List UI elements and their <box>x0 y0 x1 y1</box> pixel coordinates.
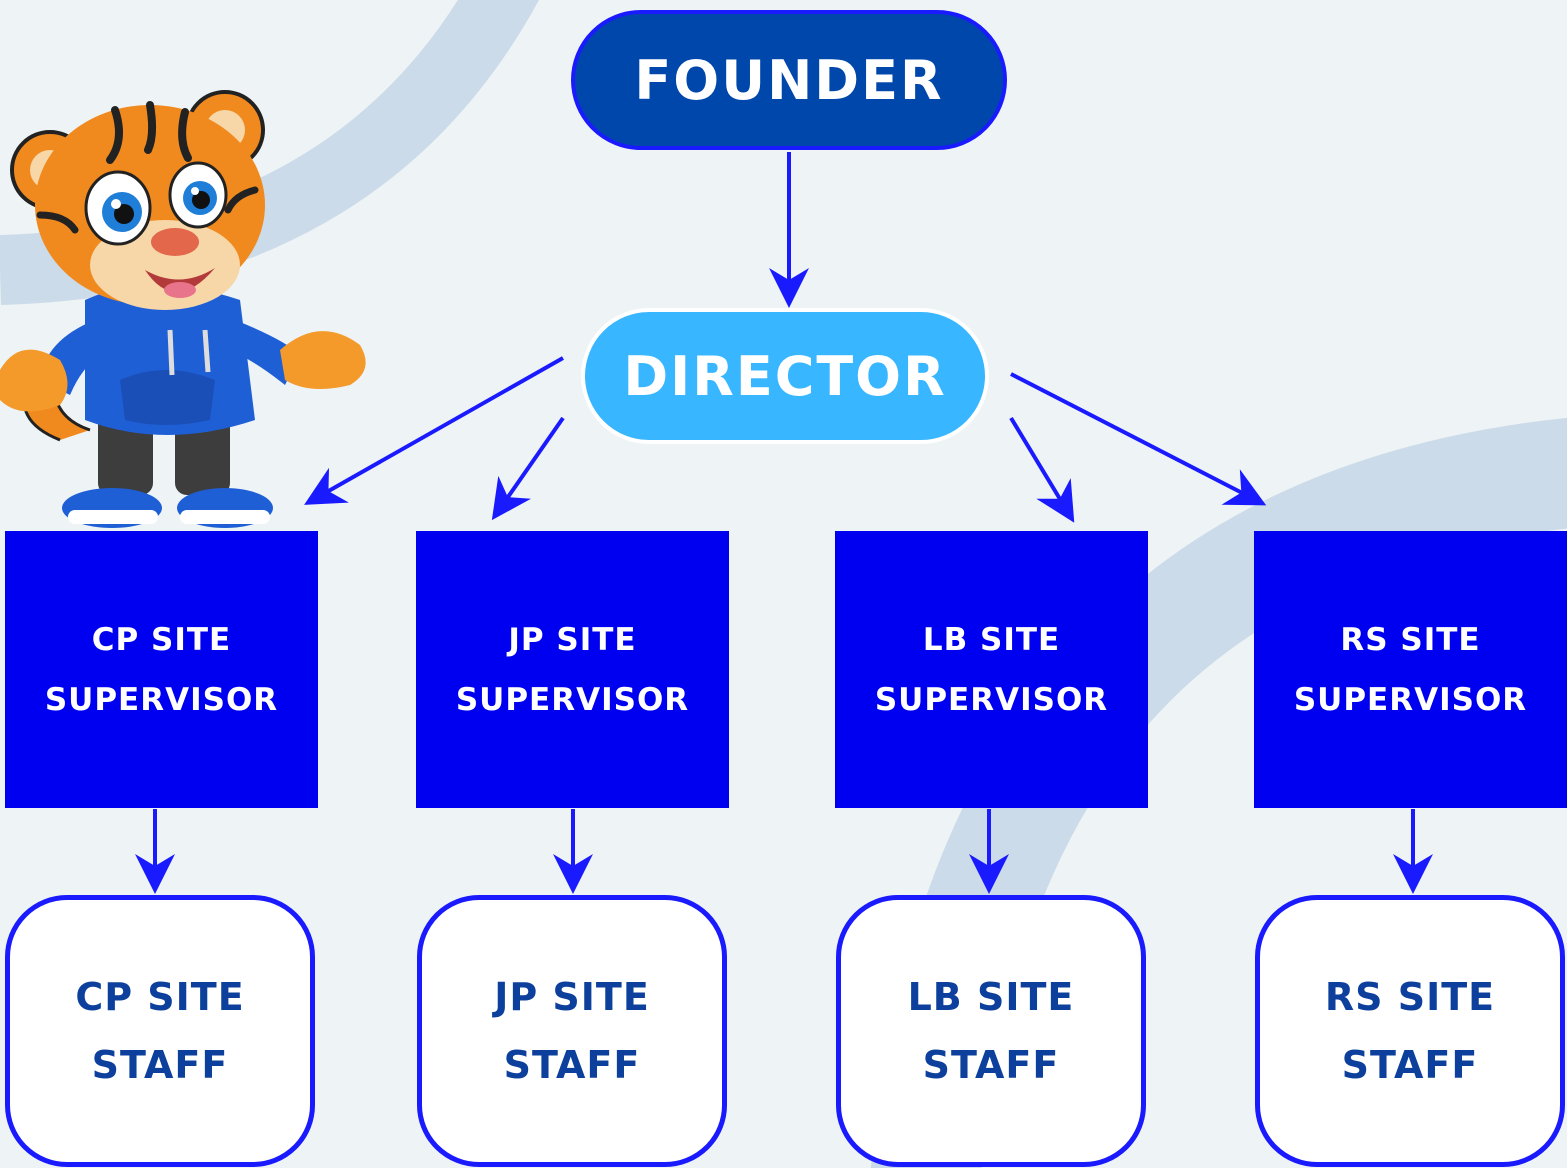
rs-site-supervisor-node: RS SITE SUPERVISOR <box>1254 531 1567 808</box>
supervisor-label-line1: RS SITE <box>1340 621 1481 658</box>
supervisor-label-line1: JP SITE <box>508 621 637 658</box>
arrow-director-to-lb-supervisor <box>1009 416 1075 523</box>
supervisor-label-line1: LB SITE <box>922 621 1061 658</box>
staff-label-line1: RS SITE <box>1324 975 1496 1019</box>
director-node: DIRECTOR <box>581 308 989 444</box>
rs-site-staff-node: RS SITE STAFF <box>1255 895 1565 1167</box>
cp-site-staff-node: CP SITE STAFF <box>5 895 315 1167</box>
supervisor-label-line1: CP SITE <box>91 621 232 658</box>
staff-label-line1: JP SITE <box>494 975 650 1019</box>
staff-label-line1: LB SITE <box>907 975 1075 1019</box>
arrow-director-to-cp-supervisor <box>304 356 564 505</box>
supervisor-label-line2: SUPERVISOR <box>1293 681 1528 718</box>
staff-label-line2: STAFF <box>922 1043 1060 1087</box>
arrow-director-to-jp-supervisor <box>491 416 565 521</box>
supervisor-label-line2: SUPERVISOR <box>455 681 690 718</box>
director-label: DIRECTOR <box>623 344 947 408</box>
staff-label-line1: CP SITE <box>75 975 245 1019</box>
supervisor-label-line2: SUPERVISOR <box>44 681 279 718</box>
staff-label-line2: STAFF <box>91 1043 229 1087</box>
arrow-director-to-rs-supervisor <box>1010 372 1267 506</box>
lb-site-supervisor-node: LB SITE SUPERVISOR <box>835 531 1148 808</box>
staff-label-line2: STAFF <box>1341 1043 1479 1087</box>
cp-site-supervisor-node: CP SITE SUPERVISOR <box>5 531 318 808</box>
staff-label-line2: STAFF <box>503 1043 641 1087</box>
jp-site-supervisor-node: JP SITE SUPERVISOR <box>416 531 729 808</box>
lb-site-staff-node: LB SITE STAFF <box>836 895 1146 1167</box>
tiger-mascot-icon <box>0 90 366 528</box>
founder-label: FOUNDER <box>634 48 944 112</box>
supervisor-label-line2: SUPERVISOR <box>874 681 1109 718</box>
jp-site-staff-node: JP SITE STAFF <box>417 895 727 1167</box>
founder-node: FOUNDER <box>571 10 1007 150</box>
